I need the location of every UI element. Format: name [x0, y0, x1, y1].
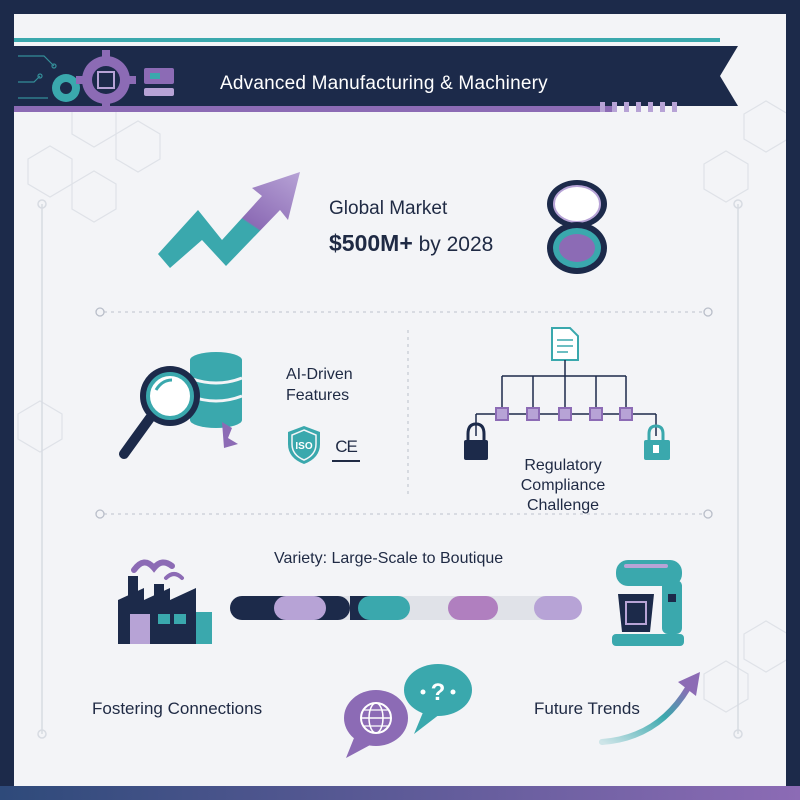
market-label: Global Market	[329, 198, 448, 219]
variety-label: Variety: Large-Scale to Boutique	[274, 550, 504, 567]
variety-spectrum-bar	[230, 596, 582, 620]
compliance-flow-diagram	[464, 327, 670, 460]
compact-mirror-icon	[547, 180, 607, 274]
background-decoration	[17, 95, 786, 739]
trend-arrow-icon	[599, 672, 700, 745]
bottom-strip	[0, 786, 800, 800]
market-value-bold: $500M+	[329, 230, 413, 256]
ai-line2: Features	[286, 387, 350, 404]
chat-bubbles-icon: ?	[344, 664, 472, 758]
ce-mark: CE	[332, 434, 360, 462]
banner-title: Advanced Manufacturing & Machinery	[220, 73, 548, 94]
lock-icon-left	[464, 422, 488, 460]
market-value: $500M+ by 2028	[329, 230, 493, 257]
gears-icon	[18, 50, 174, 110]
infographic-card: Advanced Manufacturing & Machinery Globa…	[14, 14, 786, 786]
iso-text: ISO	[295, 441, 312, 452]
market-value-rest: by 2028	[412, 233, 494, 256]
title-banner	[14, 38, 738, 112]
globe-bubble-icon	[344, 690, 408, 758]
iso-shield-icon: ISO	[288, 426, 320, 464]
compliance-line2: Compliance	[520, 477, 606, 494]
lock-icon-right	[644, 424, 670, 460]
data-search-icon	[119, 352, 243, 459]
bubble-question-mark: ?	[431, 679, 446, 706]
compliance-line1: Regulatory	[524, 457, 602, 474]
compliance-line3: Challenge	[526, 497, 600, 514]
future-trends-label: Future Trends	[534, 699, 640, 718]
fostering-label: Fostering Connections	[92, 699, 263, 718]
stand-mixer-icon	[612, 560, 684, 646]
ai-line1: AI-Driven	[286, 366, 353, 383]
question-bubble-icon: ?	[404, 664, 472, 734]
factory-icon	[118, 559, 212, 644]
growth-arrow-icon	[158, 172, 300, 268]
